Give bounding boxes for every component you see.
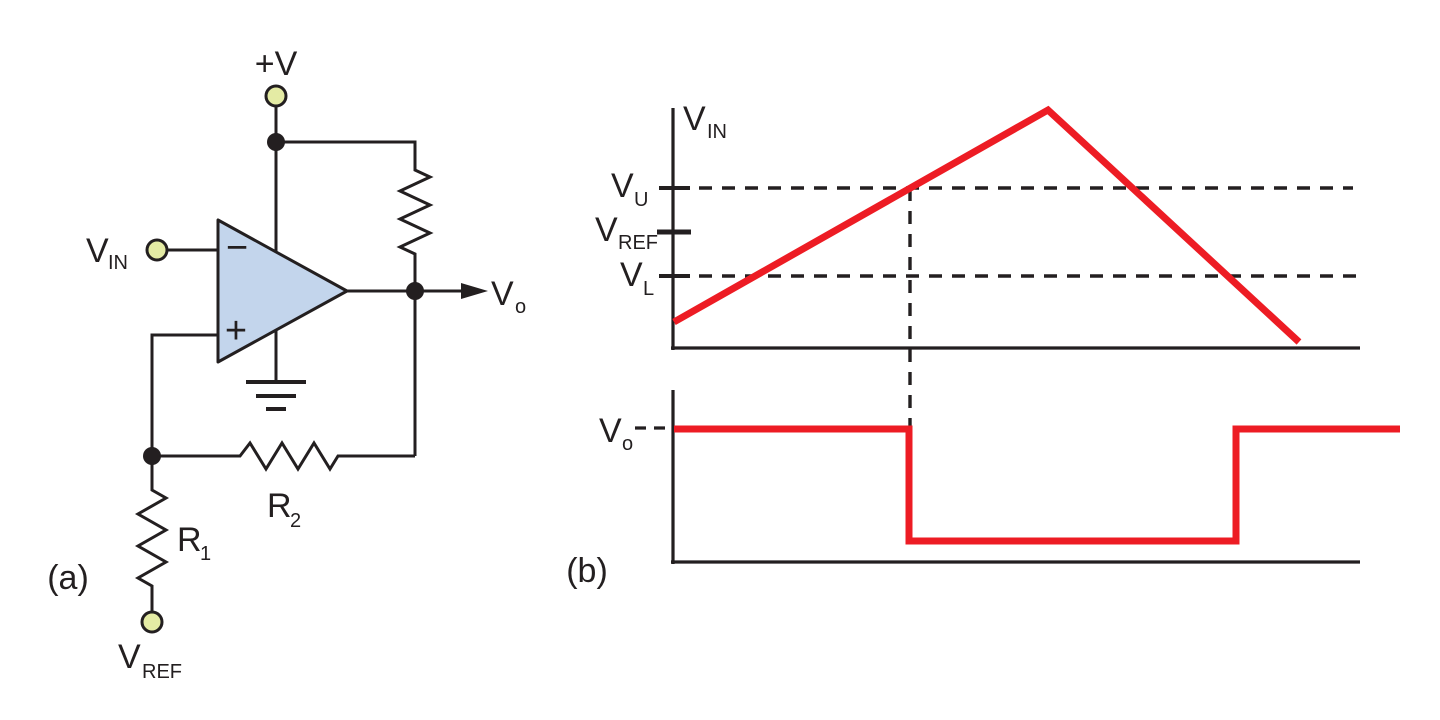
r2-resistor [152, 440, 415, 472]
vin-chart: V IN V U V REF V L [595, 100, 1361, 428]
vref-axis-label: V [595, 211, 618, 249]
plus-input-wire [150, 333, 218, 456]
opamp-triangle [216, 218, 349, 364]
supply-terminal [264, 84, 288, 108]
r2-label: R [267, 487, 292, 525]
vin-axis-label: V [683, 100, 706, 138]
vref-label: V [118, 638, 141, 676]
vin-axis-label-sub: IN [707, 121, 727, 143]
vl-label: V [620, 256, 643, 294]
vo-label: V [491, 275, 514, 313]
vu-label: V [611, 167, 634, 205]
pullup-resistor [276, 140, 434, 291]
vo-label-sub: o [515, 296, 526, 318]
supply-label: +V [255, 45, 298, 83]
supply-junction-dot [267, 133, 285, 151]
panel-b-label: (b) [566, 552, 608, 590]
circuit-panel: +V V IN − + V o R 2 [47, 45, 526, 683]
vin-waveform [672, 105, 1302, 345]
ground-icon [246, 380, 306, 411]
vo-waveform [674, 425, 1400, 545]
waveform-panel: V IN V U V REF V L [566, 100, 1400, 590]
opamp-plus-label: + [225, 310, 247, 352]
vo-level-label-sub: o [622, 433, 633, 455]
vl-label-sub: L [643, 278, 654, 300]
vin-label-sub: IN [108, 252, 128, 274]
vin-label: V [86, 232, 109, 270]
panel-a-label: (a) [47, 559, 89, 597]
vref-label-sub: REF [142, 661, 182, 683]
vu-label-sub: U [634, 189, 648, 211]
r2-label-sub: 2 [290, 510, 301, 532]
vin-terminal [145, 238, 169, 262]
vref-terminal [140, 610, 164, 634]
r1-label-sub: 1 [200, 543, 211, 565]
vo-chart: V o [599, 390, 1400, 564]
vo-level-label: V [599, 412, 622, 450]
output-arrow-icon [461, 283, 488, 299]
r1-resistor [134, 456, 170, 611]
opamp-minus-label: − [226, 227, 248, 269]
vref-axis-label-sub: REF [618, 232, 658, 254]
r1-label: R [177, 521, 202, 559]
